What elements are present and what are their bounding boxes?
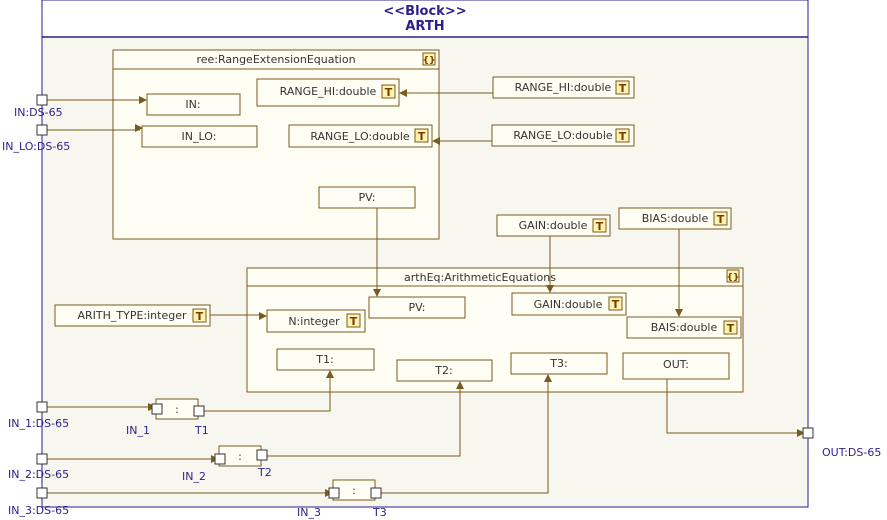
type-icon: T	[608, 296, 623, 311]
connector-t1	[204, 374, 331, 412]
range-hi-parameter[interactable]: RANGE_HI:double T	[492, 76, 635, 99]
range-lo-parameter[interactable]: RANGE_LO:double T	[491, 124, 635, 147]
port-in-1[interactable]: IN_1:DS-65	[8, 401, 69, 430]
arth-t1-property[interactable]: T1:	[276, 348, 375, 371]
arth-gain-property[interactable]: GAIN:double T	[511, 292, 627, 316]
ree-in-lo-property[interactable]: IN_LO:	[141, 125, 258, 148]
connector-t2	[267, 385, 461, 457]
port-in-3[interactable]: IN_3:DS-65	[8, 487, 69, 517]
svg-text:T: T	[727, 322, 735, 335]
binding-port-t2	[256, 449, 268, 461]
binding-port-in-3	[328, 487, 340, 499]
ree-in-property[interactable]: IN:	[146, 93, 241, 116]
svg-text:T: T	[619, 130, 627, 143]
arth-t3-property[interactable]: T3:	[510, 352, 608, 375]
svg-text:BIAS:double: BIAS:double	[642, 212, 709, 225]
binding-port-t1	[193, 405, 205, 417]
ree-brace-icon: {}	[422, 52, 436, 66]
ree-pv-property[interactable]: PV:	[318, 186, 416, 209]
binding-block-1[interactable]: : IN_1 T1	[126, 398, 209, 437]
svg-text:T2:: T2:	[434, 364, 452, 377]
type-icon: T	[592, 218, 607, 233]
arth-eq-brace-icon: {}	[726, 269, 740, 283]
binding-block-3[interactable]: : IN_3 T3	[297, 479, 387, 519]
arth-t2-property[interactable]: T2:	[396, 359, 493, 382]
svg-text:BAIS:double: BAIS:double	[651, 321, 718, 334]
svg-text:RANGE_HI:double: RANGE_HI:double	[515, 81, 612, 94]
svg-text:T3:: T3:	[549, 357, 567, 370]
svg-text:T: T	[385, 86, 393, 99]
binding-port-label: T3	[372, 506, 387, 519]
svg-text:IN_LO:: IN_LO:	[182, 130, 217, 143]
arth-n-property[interactable]: N:integer T	[266, 309, 366, 333]
svg-text:OUT:: OUT:	[663, 358, 689, 371]
svg-text:T: T	[596, 220, 604, 233]
svg-text:RANGE_LO:double: RANGE_LO:double	[310, 130, 410, 143]
svg-text:N:integer: N:integer	[288, 315, 340, 328]
svg-text::: :	[352, 484, 356, 497]
svg-text:T: T	[418, 130, 426, 143]
arth-pv-property[interactable]: PV:	[368, 296, 466, 319]
svg-text:T1:: T1:	[315, 353, 333, 366]
type-icon: T	[723, 320, 738, 335]
svg-text:T: T	[717, 213, 725, 226]
binding-port-label: IN_1	[126, 424, 150, 437]
type-icon: T	[615, 80, 630, 95]
binding-port-t3	[370, 487, 382, 499]
binding-port-in-2	[214, 453, 226, 465]
arth-bais-property[interactable]: BAIS:double T	[626, 316, 742, 339]
type-icon: T	[414, 128, 429, 143]
block-name: ARTH	[405, 19, 444, 34]
type-icon: T	[192, 308, 207, 323]
ree-range-lo-property[interactable]: RANGE_LO:double T	[288, 124, 433, 148]
port-label-in-1: IN_1:DS-65	[8, 417, 69, 430]
svg-text:PV:: PV:	[359, 191, 376, 204]
type-icon: T	[346, 313, 361, 328]
arth-out-property[interactable]: OUT:	[622, 352, 730, 380]
svg-text:GAIN:double: GAIN:double	[519, 219, 588, 232]
connector-out	[666, 379, 801, 434]
gain-parameter[interactable]: GAIN:double T	[496, 214, 611, 237]
svg-text:GAIN:double: GAIN:double	[534, 298, 603, 311]
svg-text:T: T	[619, 82, 627, 95]
binding-port-label: T1	[194, 424, 209, 437]
port-label-in-3: IN_3:DS-65	[8, 504, 69, 517]
binding-port-in-1	[151, 403, 163, 415]
svg-text:T: T	[196, 310, 204, 323]
svg-text:PV:: PV:	[409, 301, 426, 314]
port-out[interactable]: OUT:DS-65	[802, 427, 881, 459]
svg-text::: :	[175, 403, 179, 416]
port-in-2[interactable]: IN_2:DS-65	[8, 453, 69, 481]
svg-text:{}: {}	[727, 273, 740, 283]
connectors	[47, 89, 805, 497]
port-label-in-2: IN_2:DS-65	[8, 468, 69, 481]
arth-eq-title: arthEq:ArithmeticEquations	[404, 271, 556, 284]
connector-t3	[381, 378, 549, 494]
port-in-lo[interactable]: IN_LO:DS-65	[2, 124, 70, 153]
svg-text:{}: {}	[423, 56, 436, 66]
ree-range-hi-property[interactable]: RANGE_HI:double T	[256, 78, 400, 107]
type-icon: T	[615, 128, 630, 143]
arith-type-parameter[interactable]: ARITH_TYPE:integer T	[54, 304, 211, 327]
binding-port-label: IN_3	[297, 506, 321, 519]
svg-text:ARITH_TYPE:integer: ARITH_TYPE:integer	[77, 309, 186, 322]
type-icon: T	[381, 84, 396, 99]
svg-text:T: T	[612, 298, 620, 311]
block-stereotype: <<Block>>	[383, 4, 466, 19]
bias-parameter[interactable]: BIAS:double T	[618, 207, 732, 230]
svg-text::: :	[238, 450, 242, 463]
port-label-in-lo: IN_LO:DS-65	[2, 140, 70, 153]
binding-block-2[interactable]: : IN_2 T2	[182, 445, 272, 483]
svg-text:T: T	[350, 315, 358, 328]
binding-port-label: IN_2	[182, 470, 206, 483]
port-label-in: IN:DS-65	[14, 106, 63, 119]
svg-text:IN:: IN:	[185, 98, 200, 111]
ree-title: ree:RangeExtensionEquation	[196, 53, 355, 66]
port-in[interactable]: IN:DS-65	[14, 94, 63, 119]
binding-port-label: T2	[257, 466, 272, 479]
svg-text:RANGE_LO:double: RANGE_LO:double	[513, 129, 613, 142]
port-label-out: OUT:DS-65	[822, 446, 881, 459]
type-icon: T	[713, 211, 728, 226]
svg-text:RANGE_HI:double: RANGE_HI:double	[280, 85, 377, 98]
